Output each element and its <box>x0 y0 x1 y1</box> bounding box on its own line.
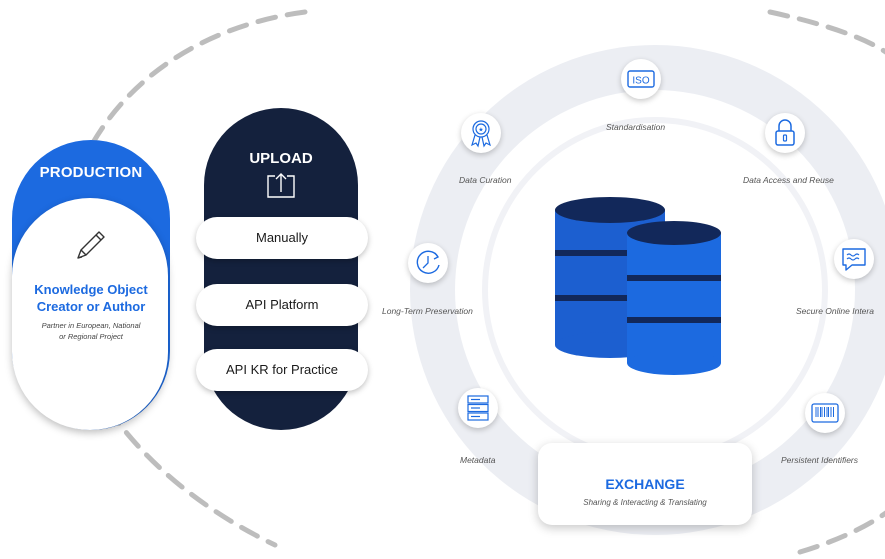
creator-sub-line-2: or Regional Project <box>59 332 123 341</box>
persistent-identifiers-label: Persistent Identifiers <box>781 455 859 465</box>
manually-button[interactable]: Manually <box>196 217 368 259</box>
pencil-icon <box>77 231 105 259</box>
api-platform-button[interactable]: API Platform <box>196 284 368 326</box>
standardisation-label: Standardisation <box>606 122 666 132</box>
svg-text:★: ★ <box>478 127 483 134</box>
dashed-orbit-right-bottom <box>797 510 885 555</box>
metadata-label: Metadata <box>460 455 496 465</box>
padlock-icon <box>775 119 795 146</box>
clock-icon <box>416 250 440 274</box>
dashed-orbit-right <box>767 9 885 55</box>
barcode-icon <box>811 403 839 423</box>
long-term-preservation-node <box>408 243 448 283</box>
persistent-identifiers-node <box>805 393 845 433</box>
svg-text:ISO: ISO <box>632 76 649 87</box>
iso-icon: ISO <box>627 70 655 88</box>
metadata-node <box>458 388 498 428</box>
server-rack-icon <box>467 395 489 421</box>
database-front-cylinder <box>627 221 721 375</box>
database-icon <box>555 197 721 375</box>
secure-online-node <box>834 239 874 279</box>
production-title: PRODUCTION <box>39 164 143 181</box>
creator-subtitle: Partner in European, National or Regiona… <box>18 320 164 342</box>
data-access-node <box>765 113 805 153</box>
standardisation-node: ISO <box>621 59 661 99</box>
data-curation-label: Data Curation <box>459 175 512 185</box>
award-badge-icon: ★ <box>471 120 491 148</box>
exchange-title: EXCHANGE <box>605 476 685 492</box>
creator-sub-line-1: Partner in European, National <box>41 321 141 330</box>
exchange-subtitle: Sharing & Interacting & Translating <box>583 498 707 507</box>
upload-icon <box>267 173 295 198</box>
creator-line-1: Knowledge Object <box>34 282 148 297</box>
creator-card <box>12 198 168 430</box>
data-curation-node: ★ <box>461 113 501 153</box>
data-access-label: Data Access and Reuse <box>743 175 834 185</box>
upload-title: UPLOAD <box>249 150 313 167</box>
creator-name: Knowledge Object Creator or Author <box>14 281 168 315</box>
api-kr-practice-button[interactable]: API KR for Practice <box>196 349 368 391</box>
exchange-box <box>538 443 752 525</box>
creator-line-2: Creator or Author <box>36 299 146 314</box>
long-term-preservation-label: Long-Term Preservation <box>382 306 473 316</box>
secure-online-label: Secure Online Intera <box>796 306 874 316</box>
chat-icon <box>842 248 866 271</box>
